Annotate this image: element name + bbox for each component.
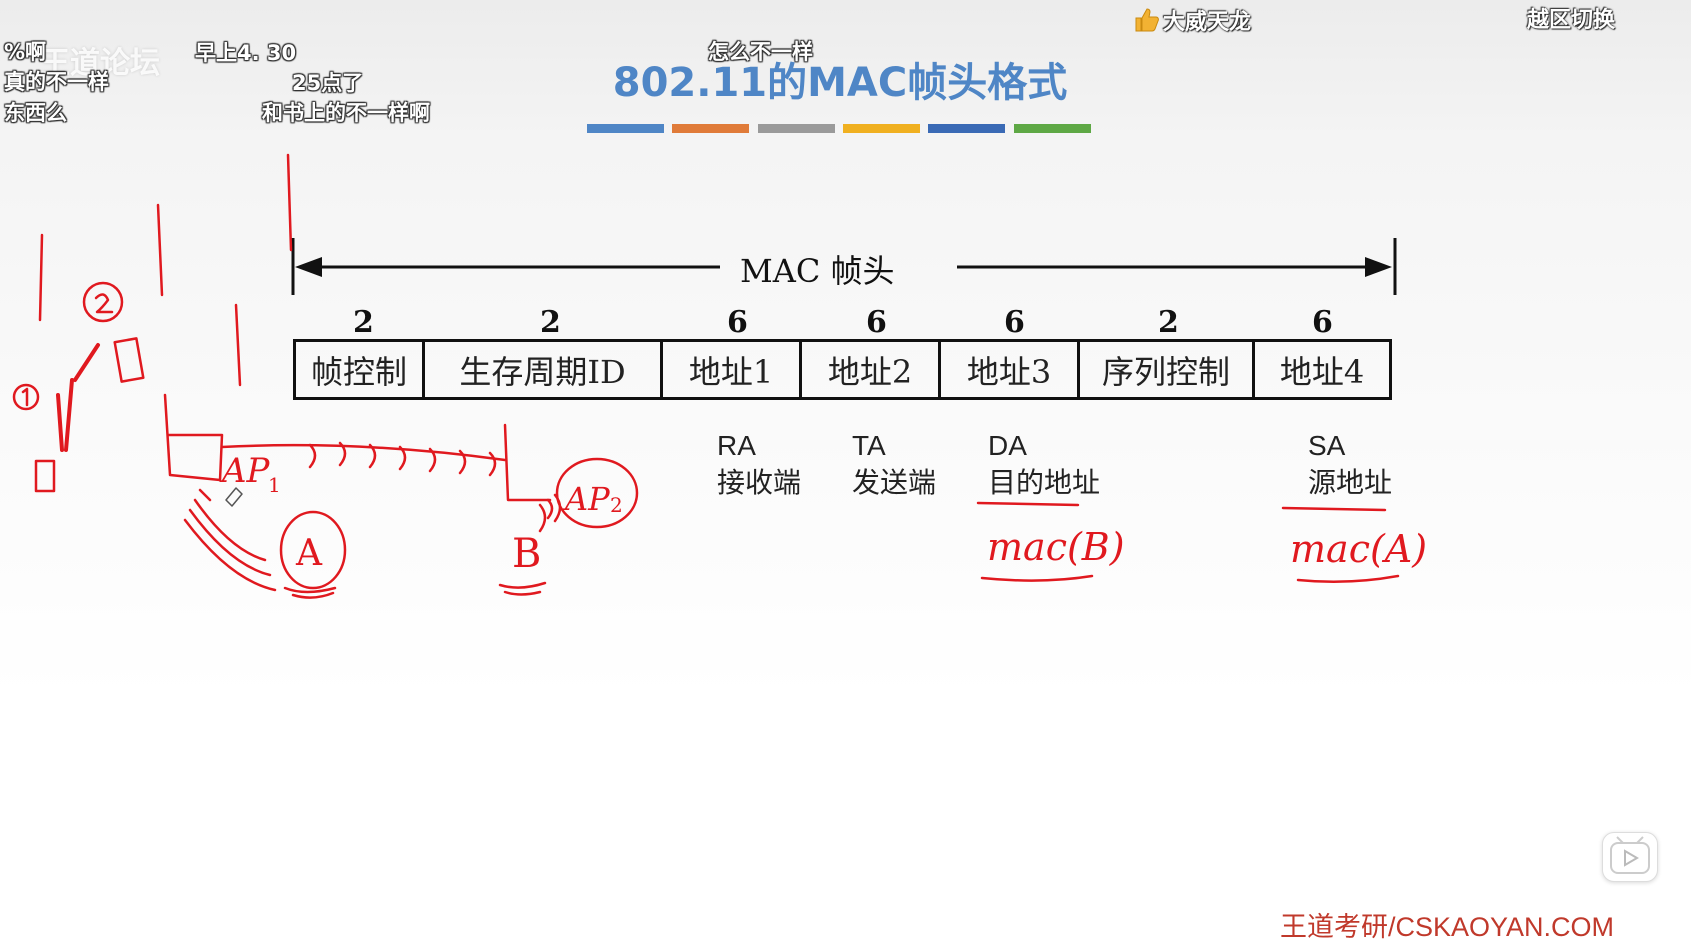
accent-bar-orange xyxy=(672,124,749,133)
ink-ap1-box xyxy=(163,393,224,482)
ink-underline xyxy=(283,586,337,599)
annotation-ra: RA 接收端 xyxy=(717,427,801,501)
field-size: 2 xyxy=(540,305,561,340)
ink-mac-b: mac(B) xyxy=(987,525,1125,569)
danmaku-comment: 真的不一样 xyxy=(4,70,109,94)
forum-watermark: 王道论坛 xyxy=(40,46,160,81)
play-button[interactable] xyxy=(1602,832,1658,882)
mac-header-span-arrow xyxy=(291,238,1397,295)
field-size: 6 xyxy=(866,305,887,340)
ink-device xyxy=(113,337,145,383)
ink-circle-1 xyxy=(12,383,40,411)
mac-frame-table: 帧控制 生存周期ID 地址1 地址2 地址3 序列控制 地址4 xyxy=(293,339,1392,400)
field-sequence-control: 序列控制 xyxy=(1077,339,1255,400)
svg-text:B: B xyxy=(512,531,541,577)
thumbs-up-icon xyxy=(1133,7,1159,33)
field-address-4: 地址4 xyxy=(1252,339,1392,400)
ink-stroke xyxy=(21,387,29,407)
annotation-meaning: 源地址 xyxy=(1308,467,1393,498)
danmaku-comment: %啊 xyxy=(4,40,47,64)
field-address-2: 地址2 xyxy=(799,339,941,400)
pencil-cursor-icon xyxy=(225,487,243,507)
ink-underline xyxy=(1296,574,1400,584)
accent-bar-yellow xyxy=(843,124,920,133)
ink-waves xyxy=(538,493,562,533)
ink-stroke xyxy=(234,303,242,387)
footer-brand: 王道考研/CSKAOYAN.COM xyxy=(1280,912,1615,942)
annotation-abbr: TA xyxy=(852,430,886,461)
field-size: 6 xyxy=(1004,305,1025,340)
field-address-1: 地址1 xyxy=(660,339,802,400)
annotation-abbr: SA xyxy=(1308,430,1346,461)
ink-waves xyxy=(308,441,497,477)
slide-title: 802.11的MAC帧头格式 xyxy=(612,60,1068,106)
annotation-meaning: 发送端 xyxy=(852,467,937,498)
field-size: 2 xyxy=(353,305,374,340)
ink-stroke xyxy=(286,153,293,252)
annotation-sa: SA 源地址 xyxy=(1308,427,1392,501)
mac-header-label: MAC 帧头 xyxy=(740,252,895,290)
ink-stroke xyxy=(94,293,114,314)
accent-bar-darkblue xyxy=(928,124,1005,133)
annotation-ta: TA 发送端 xyxy=(852,427,936,501)
thumbs-user-name: 大威天龙 xyxy=(1163,10,1252,35)
annotation-meaning: 接收端 xyxy=(717,467,802,498)
ink-underline xyxy=(980,574,1094,582)
svg-text:AP: AP xyxy=(219,451,271,491)
ink-circle-2 xyxy=(82,281,124,323)
mac-frame-row: 帧控制 生存周期ID 地址1 地址2 地址3 序列控制 地址4 xyxy=(293,339,1392,400)
ink-mac-a: mac(A) xyxy=(1290,527,1427,571)
field-duration-id: 生存周期ID xyxy=(422,339,663,400)
ink-node-a xyxy=(279,510,347,590)
field-size: 6 xyxy=(727,305,748,340)
ink-stroke xyxy=(38,233,44,322)
ink-underline xyxy=(498,581,547,596)
accent-bar-gray xyxy=(758,124,835,133)
ink-ap2-circle xyxy=(555,457,639,529)
ink-underline xyxy=(976,501,1080,507)
accent-bar-green xyxy=(1014,124,1091,133)
field-size: 6 xyxy=(1312,305,1333,340)
ink-underline xyxy=(1281,506,1387,512)
annotation-meaning: 目的地址 xyxy=(988,467,1101,498)
play-icon xyxy=(1610,836,1650,874)
annotation-da: DA 目的地址 xyxy=(988,427,1100,501)
field-frame-control: 帧控制 xyxy=(293,339,425,400)
field-address-3: 地址3 xyxy=(938,339,1080,400)
ink-ap2-box xyxy=(503,423,552,502)
svg-text:A: A xyxy=(295,533,323,574)
region-switch-label[interactable]: 越区切换 xyxy=(1527,8,1616,33)
danmaku-comment: 怎么不一样 xyxy=(708,40,813,64)
danmaku-comment: 东西么 xyxy=(4,101,67,125)
field-size: 2 xyxy=(1158,305,1179,340)
danmaku-comment: 和书上的不一样啊 xyxy=(262,101,430,125)
ink-device xyxy=(34,459,56,493)
annotation-abbr: DA xyxy=(988,430,1027,461)
ink-stroke xyxy=(156,203,164,297)
svg-text:2: 2 xyxy=(610,493,623,517)
svg-text:1: 1 xyxy=(268,473,281,497)
svg-text:AP: AP xyxy=(562,480,610,518)
danmaku-comment: 25点了 xyxy=(292,71,364,95)
ink-waves xyxy=(183,488,277,592)
ink-wire xyxy=(220,443,507,462)
accent-bar-blue xyxy=(587,124,664,133)
ink-arrow xyxy=(56,343,100,452)
annotation-abbr: RA xyxy=(717,430,756,461)
danmaku-comment: 早上4. 30 xyxy=(195,41,297,65)
thumbs-up-badge[interactable]: 大威天龙 xyxy=(1133,4,1251,36)
